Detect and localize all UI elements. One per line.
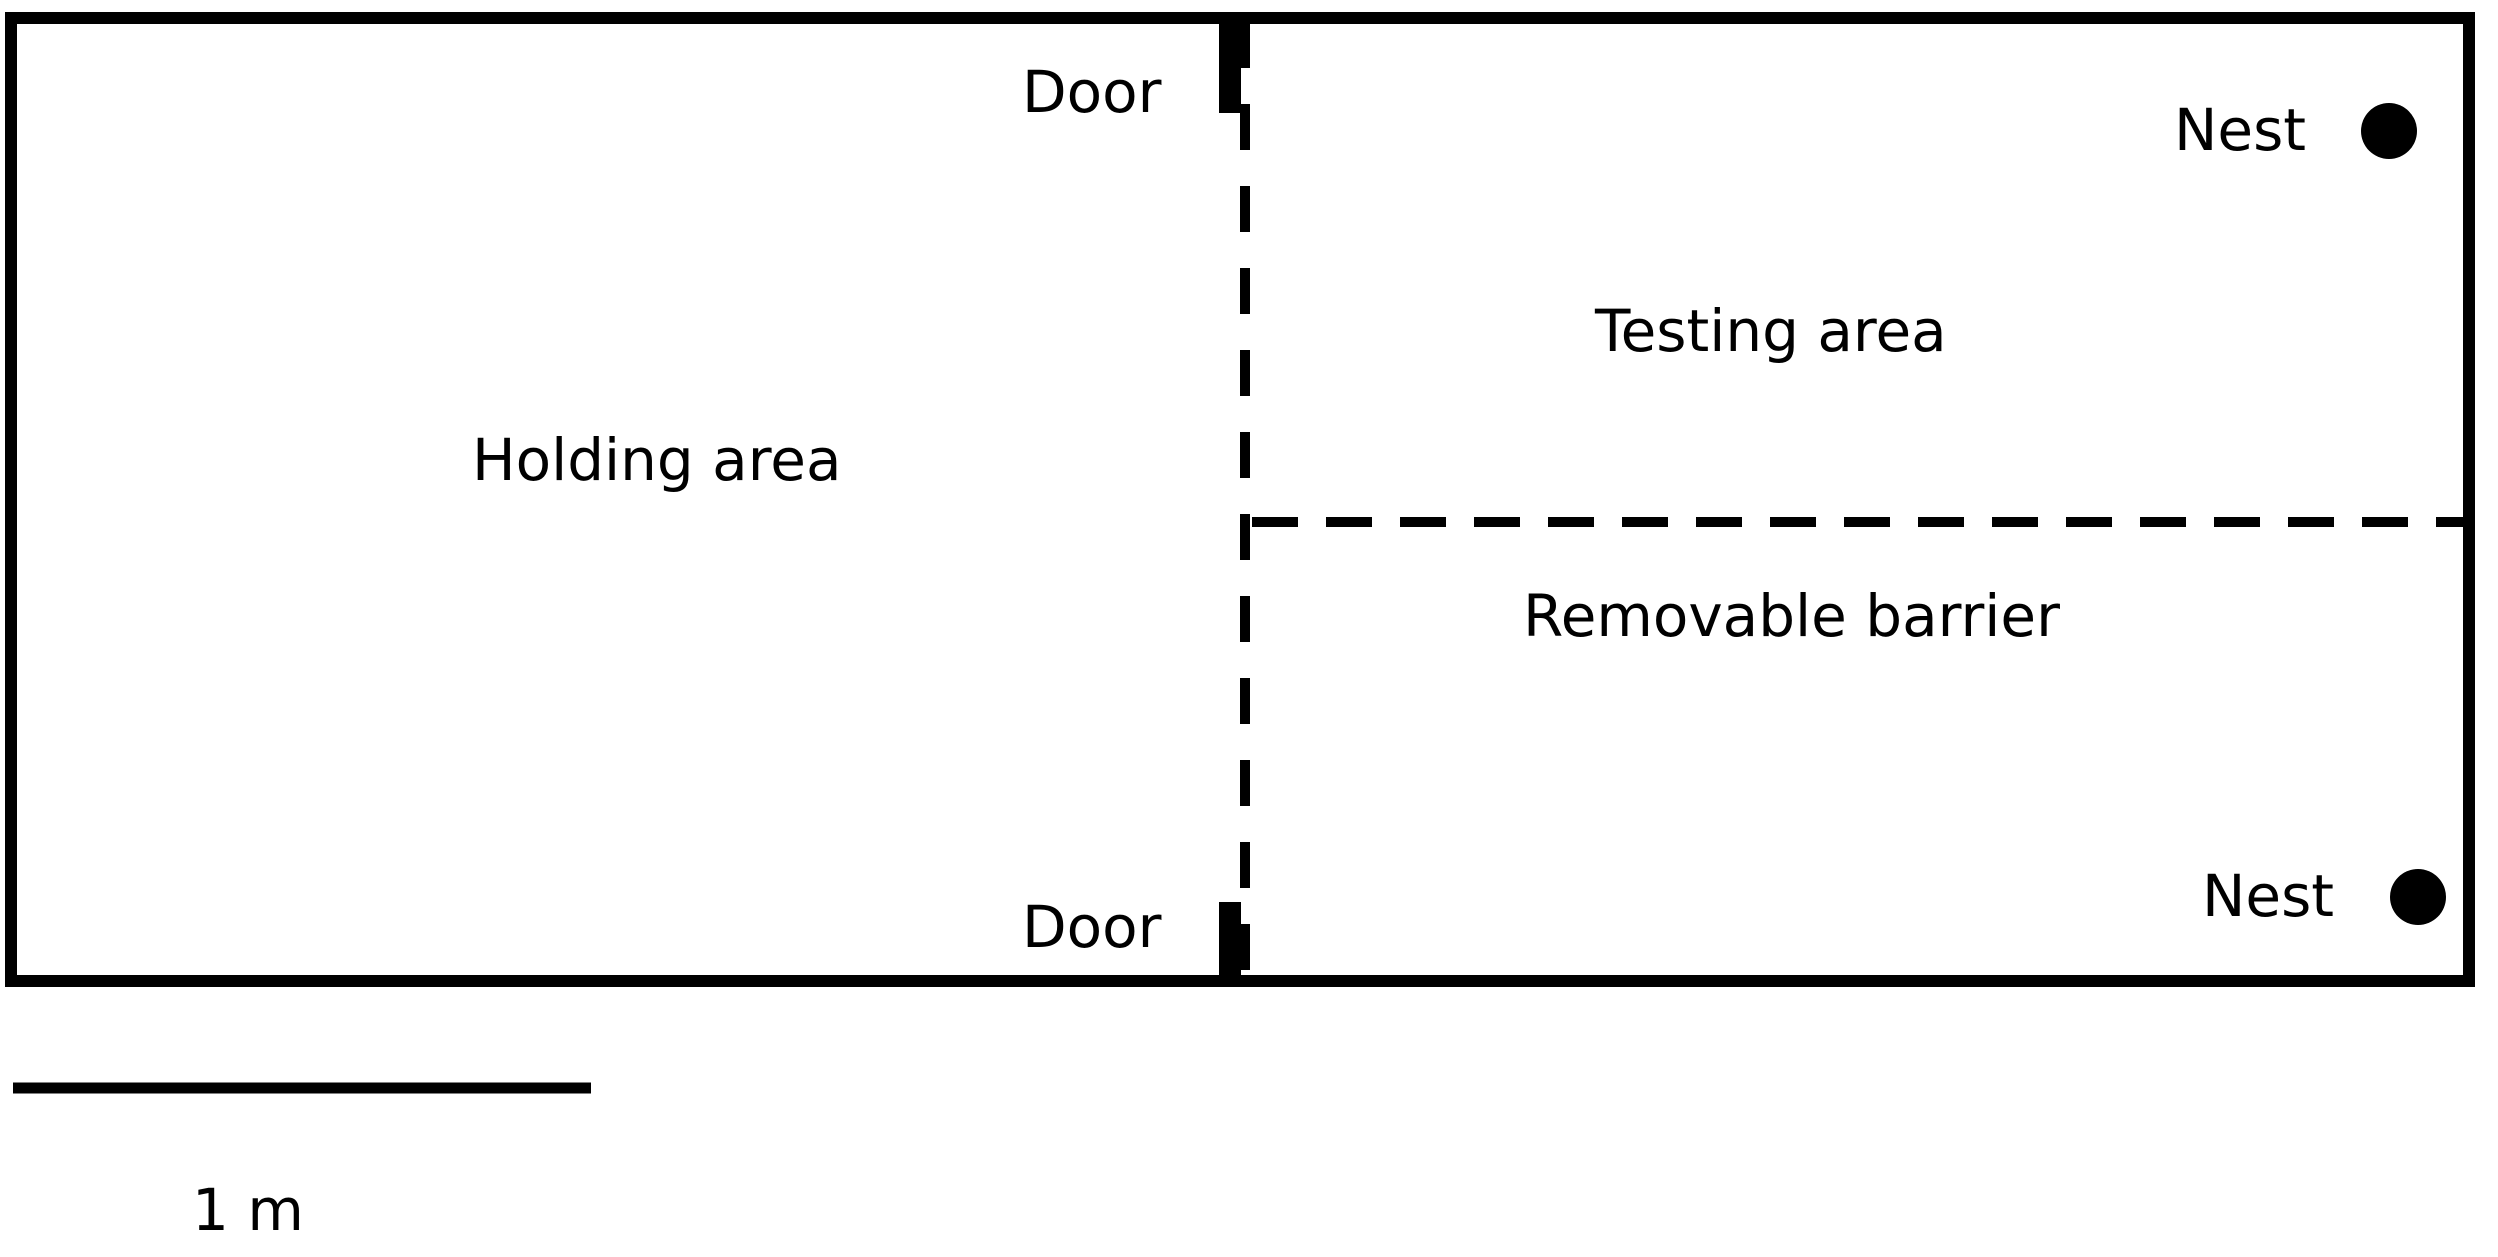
nest-bottom-icon xyxy=(2390,869,2446,925)
holding-area-label: Holding area xyxy=(472,426,842,494)
enclosure-outline xyxy=(5,12,2475,987)
testing-area-label: Testing area xyxy=(1594,297,1947,365)
removable-barrier-label: Removable barrier xyxy=(1523,582,2060,650)
scale-bar-label: 1 m xyxy=(192,1176,304,1244)
nest-bottom-label: Nest xyxy=(2202,862,2334,930)
door-top-marker xyxy=(1219,20,1241,113)
door-bottom-marker xyxy=(1219,902,1241,984)
nest-top-label: Nest xyxy=(2174,96,2306,164)
door-bottom-label: Door xyxy=(1022,893,1162,961)
nest-top-icon xyxy=(2361,103,2417,159)
door-top-label: Door xyxy=(1022,58,1162,126)
